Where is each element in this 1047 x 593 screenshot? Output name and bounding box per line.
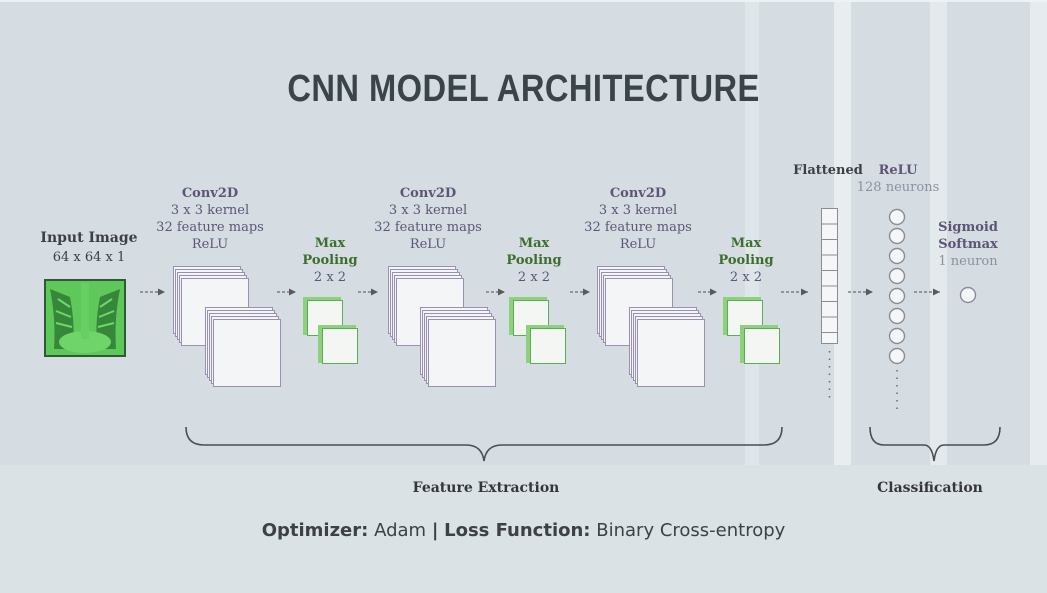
stripe-3 [930,0,947,465]
conv2-map-b [428,319,496,387]
conv1-maps: 32 feature maps [156,220,264,235]
conv2-kernel: 3 x 3 kernel [388,203,468,218]
stripe-2 [834,0,851,465]
feature-extraction-brace [185,426,783,462]
feature-extraction-label: Feature Extraction [412,480,560,496]
pool2-size: 2 x 2 [517,270,551,285]
conv3-maps: 32 feature maps [584,220,692,235]
conv1-map-b [213,319,281,387]
pool3-size: 2 x 2 [729,270,763,285]
pool2-line1: Max [518,236,550,251]
flattened-label: Flattened [793,163,863,178]
output-activation-1: Sigmoid [938,220,998,235]
optimizer-label: Optimizer: [261,520,369,541]
stripe-4 [1030,0,1047,465]
conv3-kernel: 3 x 3 kernel [598,203,678,218]
conv2-maps: 32 feature maps [374,220,482,235]
xray-image [44,279,126,357]
pool1-line1: Max [314,236,346,251]
top-edge-line [0,0,1047,2]
pool3-line1: Max [730,236,762,251]
conv1-kernel: 3 x 3 kernel [170,203,250,218]
page-title: CNN MODEL ARCHITECTURE [287,68,760,110]
conv2-activation: ReLU [409,237,447,252]
conv3-activation: ReLU [619,237,657,252]
top-panel-background [0,0,1047,465]
output-units: 1 neuron [938,254,998,269]
conv3-name: Conv2D [609,186,667,201]
training-config: Optimizer: Adam | Loss Function: Binary … [0,520,1047,541]
conv3-map-b [637,319,705,387]
dense-units: 128 neurons [856,180,940,195]
dense-activation: ReLU [878,163,918,178]
pool2-line2: Pooling [506,253,562,268]
flattened-vector [821,208,838,400]
optimizer-value: Adam [374,520,427,541]
bottom-panel-background [0,465,1047,593]
loss-label: Loss Function: [444,520,591,541]
pool1-size: 2 x 2 [313,270,347,285]
loss-value: Binary Cross-entropy [596,520,786,541]
conv1-activation: ReLU [191,237,229,252]
conv1-name: Conv2D [181,186,239,201]
pool1-line2: Pooling [302,253,358,268]
output-neuron [959,286,977,304]
classification-label: Classification [877,480,983,496]
classification-brace [869,426,1001,462]
conv2-name: Conv2D [399,186,457,201]
output-activation-2: Softmax [938,237,998,252]
input-label: Input Image [40,230,138,246]
pool3-line2: Pooling [718,253,774,268]
dense-neurons [888,208,906,412]
input-shape: 64 x 64 x 1 [52,250,126,265]
separator: | [431,520,439,541]
